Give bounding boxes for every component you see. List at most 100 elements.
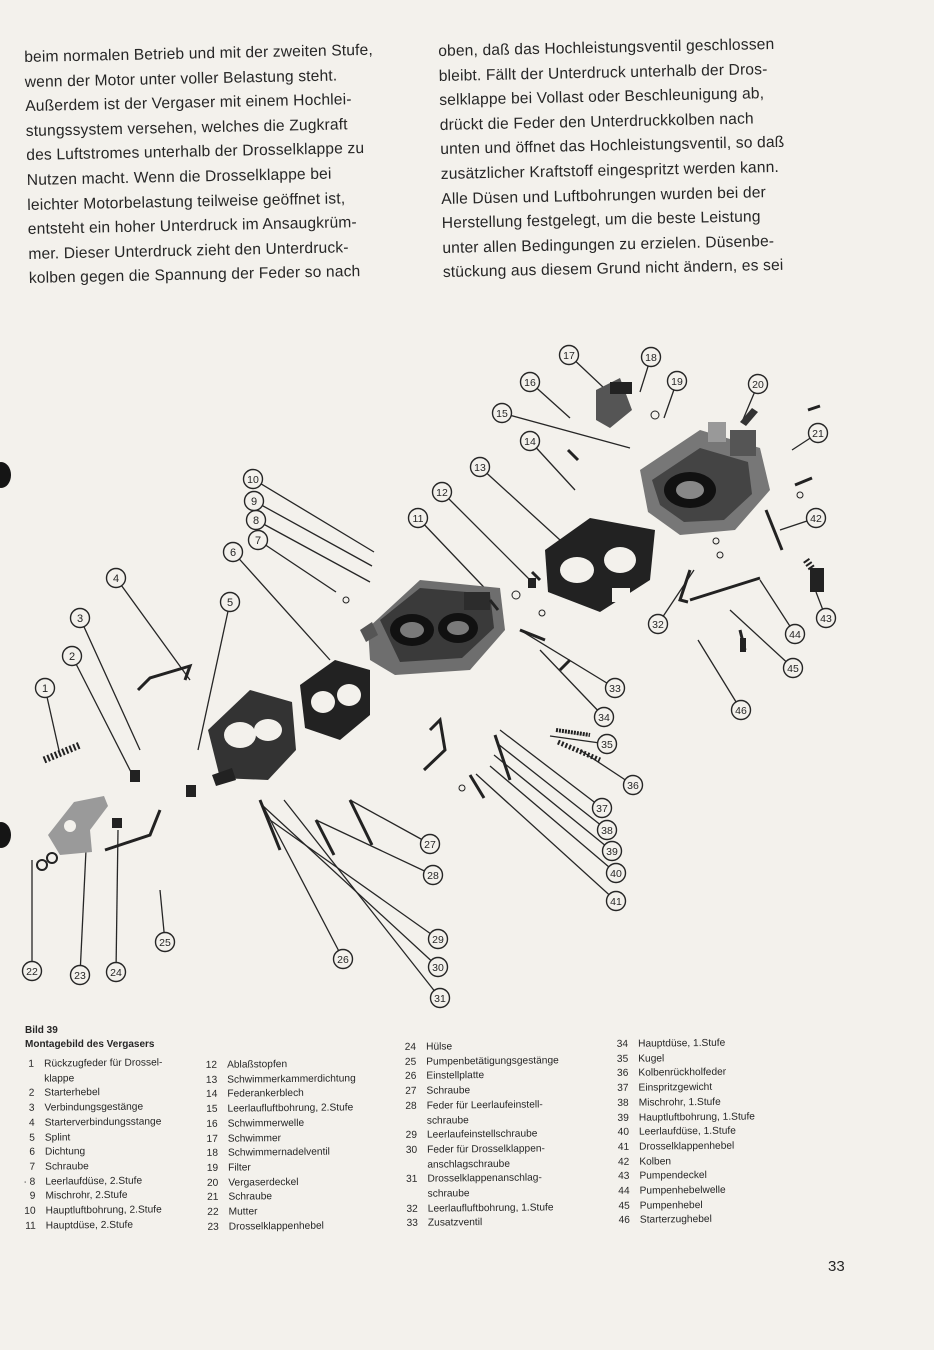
legend-description: Pumpenhebel (639, 1199, 703, 1212)
legend-description: Hauptdüse, 2.Stufe (45, 1219, 134, 1232)
callout-number: 2 (69, 651, 75, 663)
callout-39: 39 (601, 840, 623, 862)
carburetor-cover (640, 408, 770, 535)
callout-leader (539, 649, 605, 718)
exploded-carburetor-diagram: 1234567891011121314151617181920212223242… (21, 344, 837, 1009)
callout-13: 13 (469, 456, 491, 478)
float-chamber-gasket (545, 518, 655, 612)
legend-entry: klappe (8, 1071, 162, 1087)
callout-12: 12 (431, 481, 453, 503)
carburetor-parts (36, 378, 824, 871)
legend-number: 44 (618, 1185, 630, 1197)
legend-description: Starterverbindungsstange (44, 1116, 162, 1129)
callout-leader (499, 729, 603, 809)
legend-number: 12 (205, 1059, 218, 1071)
callout-number: 33 (609, 683, 621, 695)
small-parts (36, 410, 824, 871)
legend-number: 17 (206, 1133, 218, 1145)
callout-3: 3 (69, 607, 91, 629)
callout-circle (407, 507, 429, 529)
callout-37: 37 (591, 797, 613, 819)
callout-leader (697, 639, 742, 711)
callout-number: 4 (113, 573, 119, 585)
callout-number: 30 (432, 962, 444, 974)
callout-number: 43 (820, 613, 832, 625)
throttle-lever (48, 796, 108, 855)
callout-number: 3 (77, 613, 83, 625)
callout-21: 21 (807, 422, 829, 444)
legend-description: Schraube (228, 1191, 273, 1203)
callout-circle (154, 931, 176, 953)
callout-36: 36 (622, 774, 644, 796)
legend-number: 18 (206, 1147, 219, 1160)
legend-description: Ablaßstopfen (227, 1059, 288, 1071)
body-text-right-column: oben, daß das Hochleistungsventil geschl… (438, 32, 819, 286)
callout-number: 14 (524, 436, 536, 448)
callout-circle (427, 956, 449, 978)
legend-description: Pumpendeckel (639, 1170, 707, 1182)
legend-description: Drosselklappenanschlag- (427, 1172, 542, 1185)
callout-leader (759, 579, 796, 635)
callout-26: 26 (332, 948, 354, 970)
legend-description: Feder für Leerlaufeinstell- (426, 1099, 543, 1112)
callout-number: 45 (787, 663, 799, 675)
legend-number: 41 (617, 1141, 630, 1153)
callout-leader (283, 799, 441, 999)
legend-entry: schraube (396, 1186, 561, 1202)
legend-number: 5 (29, 1132, 35, 1144)
callout-30: 30 (427, 956, 449, 978)
callout-number: 28 (427, 870, 439, 882)
callout-number: 39 (606, 846, 618, 858)
legend-number: 42 (617, 1156, 630, 1168)
callout-leader (197, 601, 231, 751)
callout-1: 1 (34, 677, 56, 699)
legend-number: 46 (618, 1215, 630, 1227)
legend-number: 27 (405, 1085, 417, 1097)
callout-24: 24 (105, 961, 127, 983)
callout-circle (491, 402, 513, 424)
binder-hole (0, 822, 11, 848)
callout-27: 27 (419, 833, 441, 855)
page-number: 33 (828, 1258, 845, 1275)
legend-number: 32 (406, 1203, 418, 1215)
legend-description: Schraube (426, 1085, 471, 1097)
callout-number: 12 (436, 487, 448, 499)
legend-number: 40 (617, 1126, 630, 1139)
legend-number: 45 (618, 1200, 630, 1212)
legend-description: Mischrohr, 1.Stufe (638, 1096, 721, 1109)
callout-number: 22 (26, 966, 38, 978)
callout-number: 1 (42, 683, 48, 695)
callout-circle (784, 623, 806, 645)
callout-circle (601, 840, 623, 862)
callout-leader (519, 629, 616, 689)
callout-44: 44 (784, 623, 806, 645)
callout-8: 8 (245, 509, 267, 531)
callout-circle (647, 613, 669, 635)
callout-leader (253, 500, 373, 567)
callout-circle (427, 928, 449, 950)
callout-number: 42 (810, 513, 822, 525)
callout-circle (782, 657, 804, 679)
callout-number: 41 (610, 896, 622, 908)
callout-40: 40 (605, 862, 627, 884)
callout-leader (269, 819, 439, 940)
